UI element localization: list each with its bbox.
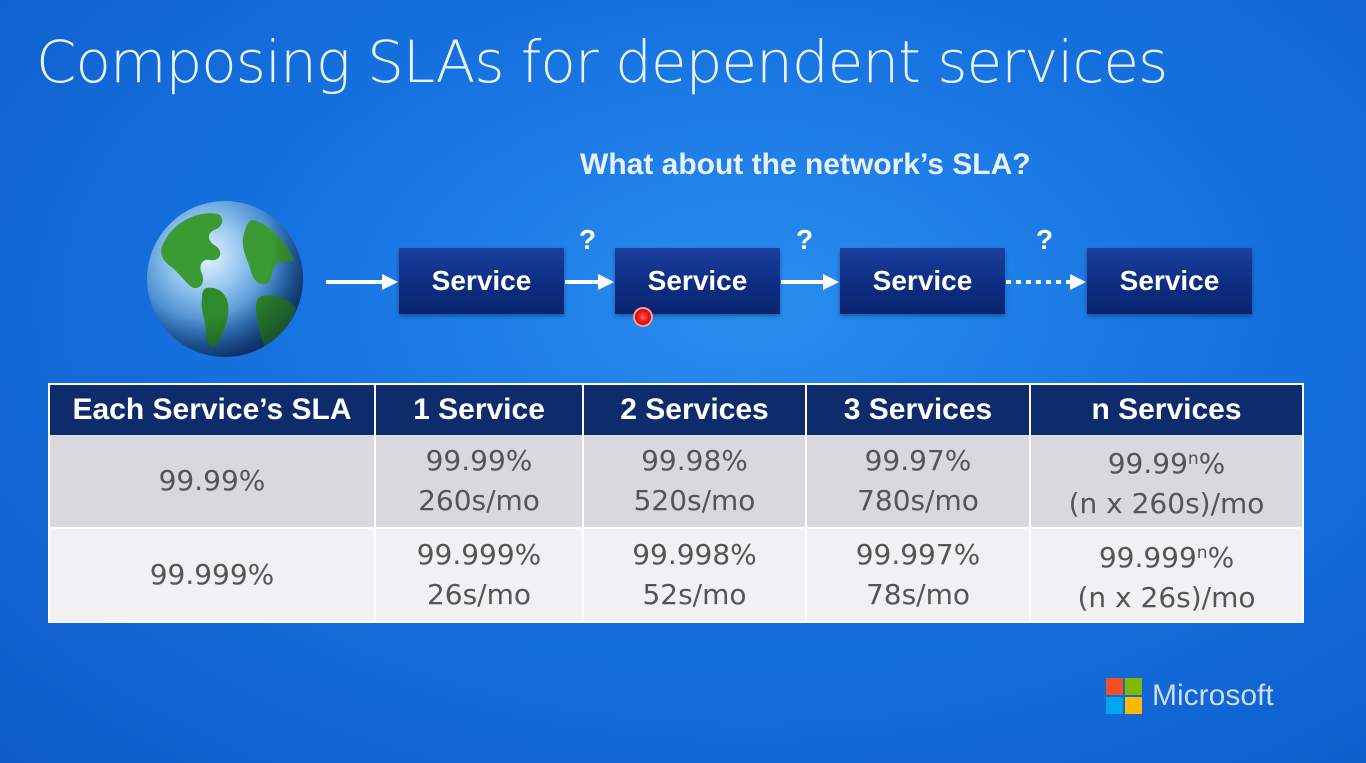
downtime: 260s/mo — [418, 484, 540, 517]
slide-subtitle: What about the network’s SLA? — [580, 148, 1031, 181]
downtime: (n x 26s)/mo — [1077, 580, 1256, 614]
availability: 99.99% — [425, 444, 533, 477]
service-box-3: Service — [840, 248, 1005, 314]
downtime: 52s/mo — [642, 578, 747, 611]
service-box-1: Service — [399, 248, 564, 314]
question-mark-1: ? — [579, 224, 597, 255]
header-2-services: 2 Services — [583, 384, 807, 435]
question-mark-2: ? — [796, 224, 814, 255]
table-header-row: Each Service’s SLA 1 Service 2 Services … — [49, 384, 1303, 435]
cell-sla: 99.99% — [49, 435, 376, 529]
availability: 99.99n% — [1031, 439, 1302, 484]
cell-3-services: 99.997% 78s/mo — [806, 528, 1031, 622]
service-box-2: Service — [615, 248, 780, 314]
availability: 99.999% — [416, 538, 542, 571]
cell-1-service: 99.999% 26s/mo — [375, 528, 584, 622]
availability-base: 99.99 — [1107, 446, 1188, 480]
sla-table: Each Service’s SLA 1 Service 2 Services … — [48, 383, 1304, 623]
header-3-services: 3 Services — [806, 384, 1031, 435]
downtime: 780s/mo — [857, 484, 979, 517]
downtime: 26s/mo — [426, 578, 532, 611]
slide-title: Composing SLAs for dependent services — [36, 28, 1168, 96]
pointer-cursor-icon — [633, 307, 653, 327]
exponent: n — [1196, 542, 1208, 563]
availability: 99.999n% — [1031, 533, 1302, 578]
cell-n-services: 99.999n% (n x 26s)/mo — [1030, 528, 1303, 622]
availability-suffix: % — [1198, 446, 1226, 480]
table-row: 99.99% 99.99% 260s/mo 99.98% 520s/mo 99.… — [49, 435, 1303, 529]
cell-3-services: 99.97% 780s/mo — [806, 435, 1031, 529]
header-1-service: 1 Service — [375, 384, 584, 435]
microsoft-windows-icon — [1106, 678, 1142, 714]
cell-2-services: 99.998% 52s/mo — [583, 528, 807, 622]
availability-base: 99.999 — [1098, 540, 1197, 574]
availability-suffix: % — [1207, 540, 1235, 574]
table-row: 99.999% 99.999% 26s/mo 99.998% 52s/mo 99… — [49, 528, 1303, 622]
cell-1-service: 99.99% 260s/mo — [375, 435, 584, 529]
earth-globe-icon — [147, 201, 303, 357]
availability: 99.98% — [641, 444, 748, 477]
downtime: 78s/mo — [865, 578, 971, 611]
microsoft-logo: Microsoft — [1106, 678, 1274, 714]
exponent: n — [1187, 448, 1199, 469]
cell-2-services: 99.98% 520s/mo — [583, 435, 807, 529]
microsoft-logo-text: Microsoft — [1152, 679, 1274, 712]
downtime: (n x 260s)/mo — [1068, 486, 1265, 520]
availability: 99.97% — [864, 444, 972, 477]
service-box-4: Service — [1087, 248, 1252, 314]
header-each-sla: Each Service’s SLA — [49, 384, 376, 435]
cell-sla: 99.999% — [49, 528, 376, 622]
header-n-services: n Services — [1030, 384, 1303, 435]
question-mark-3: ? — [1036, 224, 1054, 255]
cell-n-services: 99.99n% (n x 260s)/mo — [1030, 435, 1303, 529]
availability: 99.997% — [855, 538, 981, 571]
availability: 99.998% — [632, 538, 757, 571]
downtime: 520s/mo — [633, 484, 756, 517]
